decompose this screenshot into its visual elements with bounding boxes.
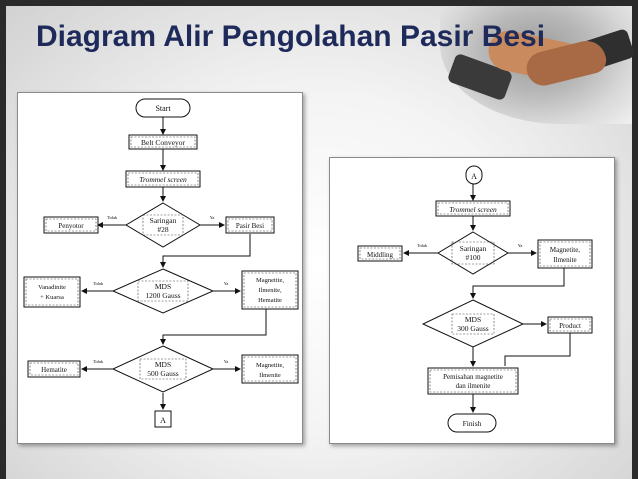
middling-box (357, 245, 403, 262)
accept2-label-3: Hematite (258, 297, 282, 304)
connector-a-right (465, 165, 483, 185)
mds-1200-decision (111, 268, 215, 314)
connector-a-right-label: A (471, 172, 477, 181)
mds1-label-2: 1200 Gauss (145, 291, 180, 300)
finish-terminal (447, 413, 497, 433)
hematite-label: Hematite (41, 366, 67, 374)
mds-300-label-1: MDS (465, 315, 481, 324)
saringan-100-label-1: Saringan (460, 244, 487, 253)
mds-300-label-2: 300 Gauss (457, 324, 489, 333)
accept-right-box (537, 239, 593, 269)
no-label-right: Tidak (417, 243, 428, 248)
product-box (547, 316, 593, 334)
mds-300-decision (421, 299, 525, 348)
yes-label-3: Ya (224, 359, 229, 364)
belt-conveyor-label: Belt Conveyor (141, 138, 185, 147)
separation-box (427, 367, 519, 395)
yes-label-right: Ya (518, 243, 523, 248)
accept2-label-1: Magnetite, (256, 277, 284, 284)
pasir-besi-label: Pasir Besi (236, 222, 264, 230)
connector-a-label: A (160, 416, 166, 425)
right-flowchart: A Trommel screen Saringan #100 Middling … (357, 165, 593, 433)
belt-conveyor-box (128, 134, 198, 150)
saringan-100-label-2: #100 (466, 253, 481, 262)
penyotor-label: Penyotor (58, 222, 84, 230)
start-terminal (135, 98, 191, 118)
left-flowchart-panel: Start Belt Conveyor Trommel screen Sarin… (17, 92, 303, 444)
accept2-label-2: Ilmenite, (258, 287, 282, 294)
separation-label-2: dan ilmenite (456, 382, 491, 390)
trommel-screen-right-label: Trommel screen (449, 205, 497, 214)
middling-label: Middling (367, 251, 394, 259)
mds-500-decision (111, 345, 215, 393)
accept-right-label-1: Magnetite, (550, 246, 580, 254)
penyotor-box (43, 216, 99, 234)
trommel-screen-label: Trommel screen (139, 175, 187, 184)
separation-label-1: Pemisahan magnetite (443, 373, 503, 381)
pasir-besi-box (225, 216, 275, 234)
right-flowchart-panel: A Trommel screen Saringan #100 Middling … (329, 157, 615, 444)
vanadinite-box (23, 276, 81, 308)
saringan-28-decision (125, 202, 201, 248)
finish-label: Finish (463, 419, 482, 428)
slide-title: Diagram Alir Pengolahan Pasir Besi (36, 20, 546, 53)
vanadinite-label-2: + Kuarsa (40, 294, 64, 301)
hematite-box (27, 360, 81, 378)
no-label-3: Tidak (93, 359, 104, 364)
saringan-label-1: Saringan (150, 216, 177, 225)
mds1-label-1: MDS (155, 282, 171, 291)
saringan-label-2: #28 (157, 225, 169, 234)
yes-label-2: Ya (224, 281, 229, 286)
mds2-label-2: 500 Gauss (147, 369, 179, 378)
connector-a-box (154, 410, 172, 428)
accept3-label-1: Magnetite, (256, 362, 284, 369)
start-label: Start (155, 104, 171, 113)
frame-right (632, 0, 638, 479)
no-label-1: Tidak (107, 215, 118, 220)
mds2-label-1: MDS (155, 360, 171, 369)
trommel-screen-box (125, 170, 201, 188)
accept-right-label-2: Ilmenite (553, 256, 576, 264)
vanadinite-label-1: Vanadinite (38, 284, 66, 291)
accept2-box (241, 270, 299, 310)
yes-label-1: Ya (210, 215, 215, 220)
frame-left (0, 0, 6, 479)
left-flowchart: Start Belt Conveyor Trommel screen Sarin… (23, 98, 299, 428)
accept3-box (241, 354, 299, 384)
frame-top (0, 0, 638, 6)
trommel-screen-right-box (435, 200, 511, 217)
accept3-label-2: Ilmenite (259, 372, 281, 379)
product-label: Product (559, 322, 581, 330)
saringan-100-decision (437, 231, 509, 275)
no-label-2: Tidak (93, 281, 104, 286)
